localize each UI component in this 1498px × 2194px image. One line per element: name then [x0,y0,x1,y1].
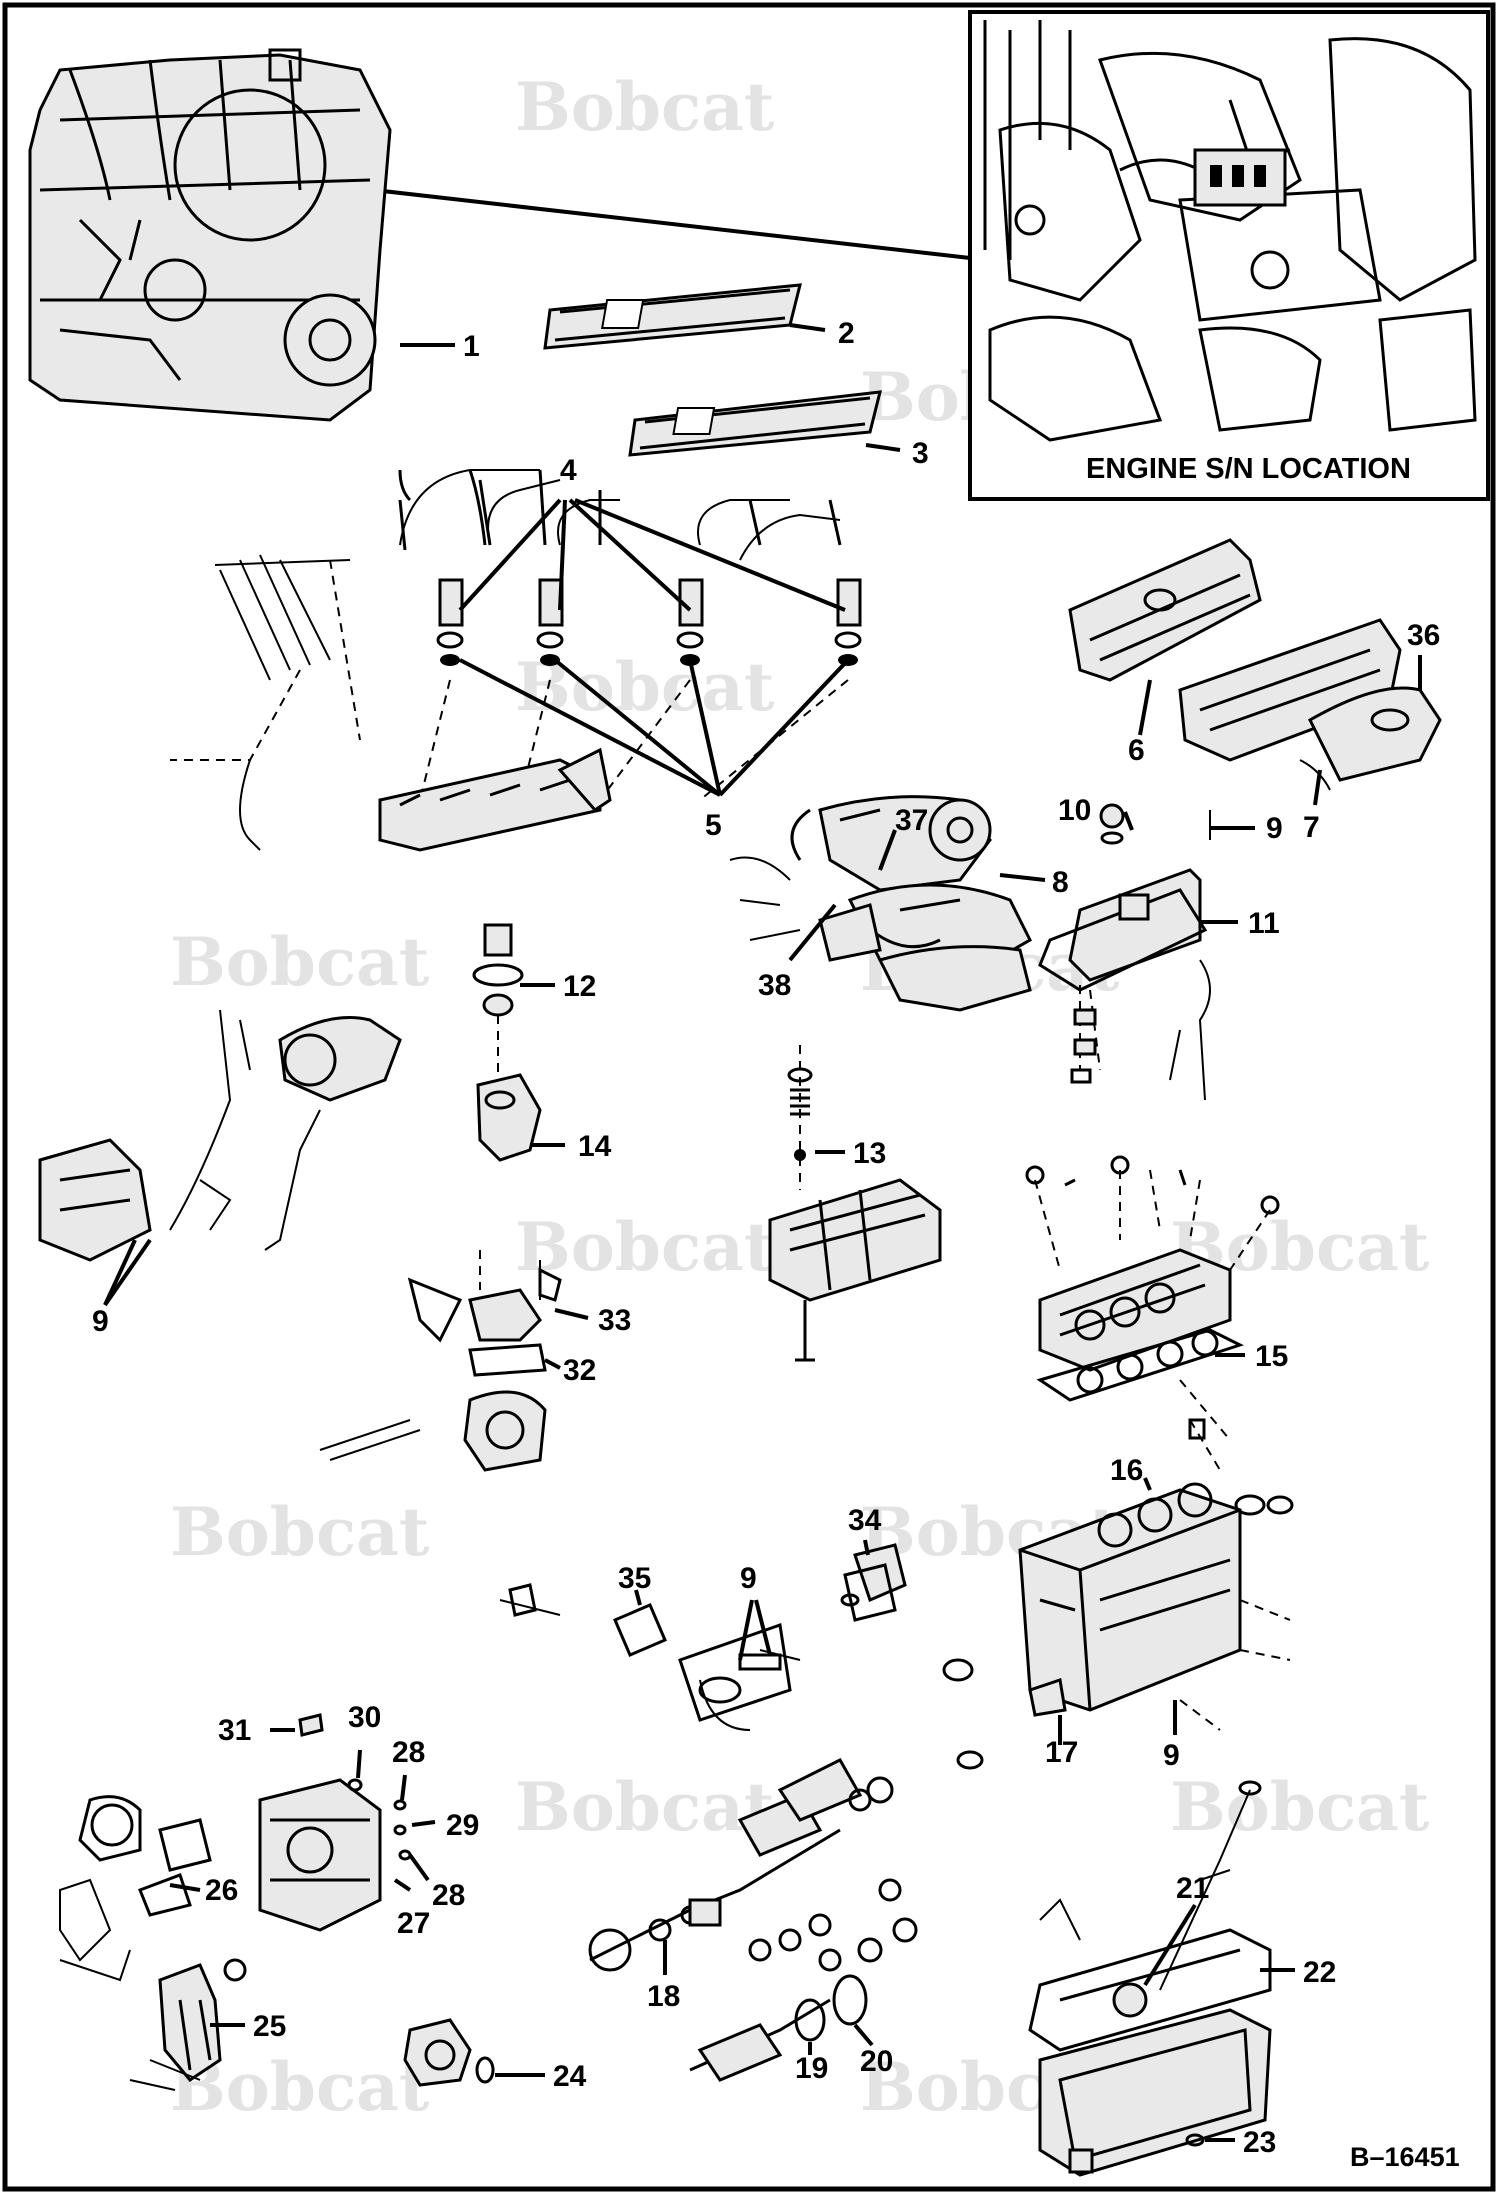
callout-8: 8 [1052,866,1069,899]
figure-code: B–16451 [1350,2142,1460,2172]
oil-pump-24 [403,2018,545,2087]
engine-block-group [942,1477,1294,1770]
callout-26: 26 [205,1874,238,1907]
callout-18: 18 [647,1980,680,2013]
callout-28a: 28 [392,1736,425,1769]
head-gasket-15 [1025,1155,1280,1471]
watermark-logo: Bobcat [170,923,430,1001]
engine-assembly [28,48,455,422]
decal-3 [628,390,901,457]
callout-13: 13 [853,1137,886,1170]
callout-25: 25 [253,2010,286,2043]
turbo-oil-lines-group [38,1009,402,1307]
callout-2: 2 [838,317,855,350]
callout-31: 31 [218,1714,251,1747]
water-pump-group [319,1250,589,1472]
callout-1: 1 [463,330,480,363]
callout-35: 35 [618,1562,651,1595]
turbo-exhaust-group [729,795,1046,1012]
callout-10: 10 [1058,794,1091,827]
inset-caption: ENGINE S/N LOCATION [1086,453,1411,485]
callout-3: 3 [912,437,929,470]
injectors-and-fuel-lines [170,469,862,852]
camshaft-19-20 [689,1878,918,2082]
callout-9a: 9 [1266,812,1283,845]
callout-29: 29 [446,1809,479,1842]
watermark-logo: Bobcat [1170,1768,1430,1846]
callout-34: 34 [848,1504,882,1537]
callout-17: 17 [1045,1736,1078,1769]
callout-4: 4 [560,454,577,487]
callout-14: 14 [578,1130,612,1163]
callout-9b: 9 [92,1305,109,1338]
callout-20: 20 [860,2045,893,2078]
watermark-logo: Bobcat [515,1768,775,1846]
callout-16: 16 [1110,1454,1143,1487]
callout-15: 15 [1255,1340,1288,1373]
thermostat-group [472,923,565,1162]
callout-23: 23 [1243,2126,1276,2159]
callout-32: 32 [563,1354,596,1387]
callout-21: 21 [1176,1872,1209,1905]
callout-12: 12 [563,970,596,1003]
valve-cover-group [1038,803,1255,1101]
watermark-logo: Bobcat [515,1208,775,1286]
callout-9d: 9 [740,1562,757,1595]
callout-37: 37 [895,804,928,837]
callout-19: 19 [795,2052,828,2085]
callout-38: 38 [758,969,791,1002]
manifolds [1068,538,1442,806]
callout-22: 22 [1303,1956,1336,1989]
callout-27: 27 [397,1907,430,1940]
cylinder-head-13 [768,1045,942,1362]
bracket-25 [129,1958,247,2091]
oil-pan-group [1028,1780,1295,2177]
callout-5: 5 [705,809,722,842]
rear-plate-34 [840,1539,907,1622]
callout-9c: 9 [1163,1739,1180,1772]
engine-sn-location-inset: ENGINE S/N LOCATION [968,10,1490,501]
callout-33: 33 [598,1304,631,1337]
callout-11: 11 [1248,907,1280,940]
callout-28b: 28 [432,1879,465,1912]
callout-7: 7 [1303,811,1320,844]
watermark-logo: Bobcat [515,68,775,146]
oil-gallery-group [499,1583,801,1731]
callout-36: 36 [1407,619,1440,652]
callout-24: 24 [553,2060,587,2093]
callout-6: 6 [1128,734,1145,767]
gear-case-group [59,1713,436,1982]
decal-2 [543,283,826,350]
callout-30: 30 [348,1701,381,1734]
watermark-logo: Bobcat [170,1493,430,1571]
crankshaft-18 [588,1758,894,1975]
